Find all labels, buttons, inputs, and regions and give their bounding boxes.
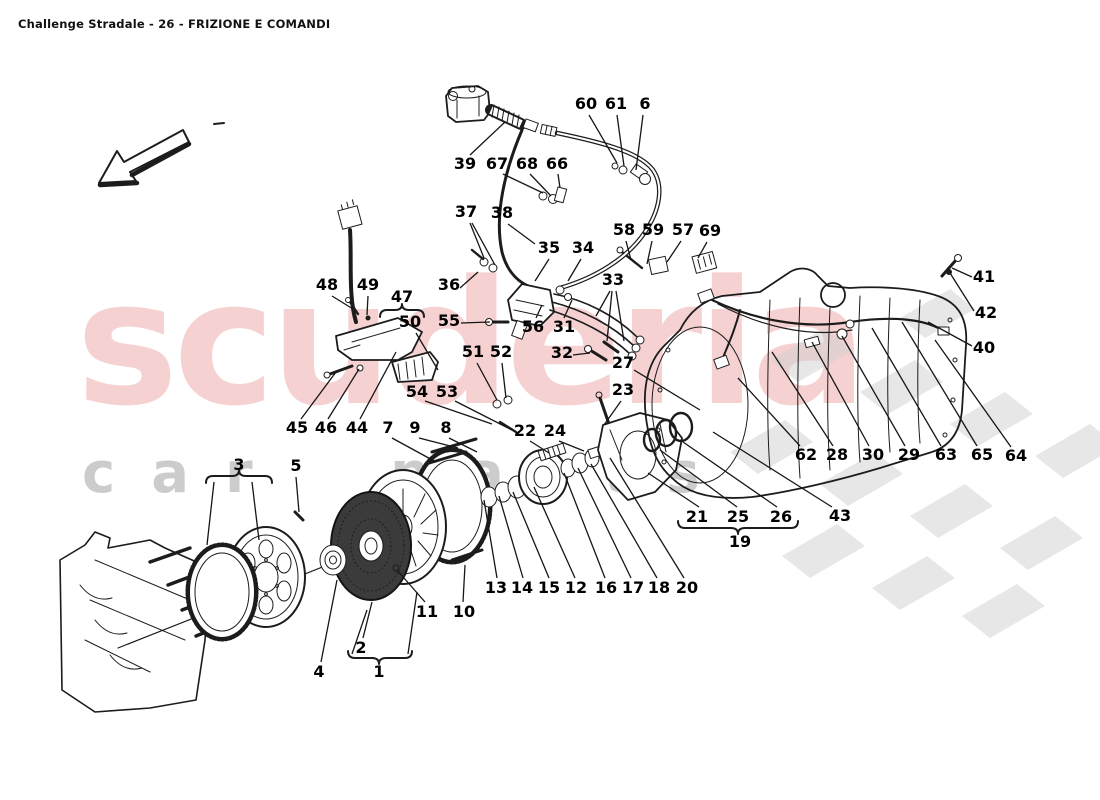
part-label-10: 10 <box>452 602 476 621</box>
part-label-47: 47 <box>390 287 414 306</box>
clutch-master-cylinder <box>470 248 645 362</box>
flywheel-hub <box>319 544 347 576</box>
part-label-46: 46 <box>314 418 338 437</box>
part-label-22: 22 <box>513 421 537 440</box>
watermark-brand: scuderia <box>76 243 867 444</box>
part-label-27: 27 <box>611 353 635 372</box>
sensor-bracket <box>323 199 439 383</box>
part-label-17: 17 <box>621 578 645 597</box>
release-bearing-group <box>480 442 609 508</box>
part-label-59: 59 <box>641 220 665 239</box>
ring-gear-flywheel <box>185 542 259 642</box>
part-label-62: 62 <box>794 445 818 464</box>
part-label-13: 13 <box>484 578 508 597</box>
part-label-18: 18 <box>647 578 671 597</box>
part-label-6: 6 <box>639 94 651 113</box>
part-label-38: 38 <box>490 203 514 222</box>
direction-arrow-icon <box>97 122 225 188</box>
fluid-reservoir <box>445 85 491 123</box>
leader-lines <box>206 114 1012 663</box>
part-label-43: 43 <box>828 506 852 525</box>
part-label-28: 28 <box>825 445 849 464</box>
gearbox <box>616 246 968 499</box>
part-label-57: 57 <box>671 220 695 239</box>
part-label-33: 33 <box>601 270 625 289</box>
part-label-30: 30 <box>861 445 885 464</box>
part-label-68: 68 <box>515 154 539 173</box>
part-label-42: 42 <box>974 303 998 322</box>
part-label-12: 12 <box>564 578 588 597</box>
part-label-24: 24 <box>543 421 567 440</box>
part-label-37: 37 <box>454 202 478 221</box>
part-label-32: 32 <box>550 343 574 362</box>
part-label-58: 58 <box>612 220 636 239</box>
part-label-48: 48 <box>315 275 339 294</box>
part-label-2: 2 <box>355 638 367 657</box>
clutch-assembly <box>185 391 611 642</box>
part-label-35: 35 <box>537 238 561 257</box>
part-label-63: 63 <box>934 445 958 464</box>
group-braces <box>205 303 799 665</box>
part-label-52: 52 <box>489 342 513 361</box>
part-label-50: 50 <box>398 312 422 331</box>
part-label-49: 49 <box>356 275 380 294</box>
part-label-67: 67 <box>485 154 509 173</box>
part-label-5: 5 <box>290 456 302 475</box>
part-label-15: 15 <box>537 578 561 597</box>
part-label-26: 26 <box>769 507 793 526</box>
part-label-9: 9 <box>409 418 421 437</box>
part-label-20: 20 <box>675 578 699 597</box>
part-label-41: 41 <box>972 267 996 286</box>
part-label-16: 16 <box>594 578 618 597</box>
part-label-60: 60 <box>574 94 598 113</box>
part-label-65: 65 <box>970 445 994 464</box>
clutch-housing-cover <box>597 411 694 501</box>
part-label-25: 25 <box>726 507 750 526</box>
part-label-39: 39 <box>453 154 477 173</box>
part-label-36: 36 <box>437 275 461 294</box>
part-label-34: 34 <box>571 238 595 257</box>
part-label-55: 55 <box>437 311 461 330</box>
part-label-61: 61 <box>604 94 628 113</box>
part-label-31: 31 <box>552 317 576 336</box>
part-label-64: 64 <box>1004 446 1028 465</box>
part-label-1: 1 <box>373 662 385 681</box>
part-label-14: 14 <box>510 578 534 597</box>
part-label-7: 7 <box>382 418 394 437</box>
part-label-45: 45 <box>285 418 309 437</box>
part-label-53: 53 <box>435 382 459 401</box>
part-label-51: 51 <box>461 342 485 361</box>
part-label-40: 40 <box>972 338 996 357</box>
part-label-19: 19 <box>728 532 752 551</box>
part-label-8: 8 <box>440 418 452 437</box>
part-label-44: 44 <box>345 418 369 437</box>
part-label-3: 3 <box>233 455 245 474</box>
part-label-56: 56 <box>521 317 545 336</box>
part-label-54: 54 <box>405 382 429 401</box>
part-label-29: 29 <box>897 445 921 464</box>
part-label-21: 21 <box>685 507 709 526</box>
part-label-11: 11 <box>415 602 439 621</box>
part-label-23: 23 <box>611 380 635 399</box>
part-label-69: 69 <box>698 221 722 240</box>
page-title: Challenge Stradale - 26 - FRIZIONE E COM… <box>18 17 331 31</box>
hydraulic-hose <box>485 104 662 291</box>
part-label-66: 66 <box>545 154 569 173</box>
part-label-4: 4 <box>313 662 325 681</box>
